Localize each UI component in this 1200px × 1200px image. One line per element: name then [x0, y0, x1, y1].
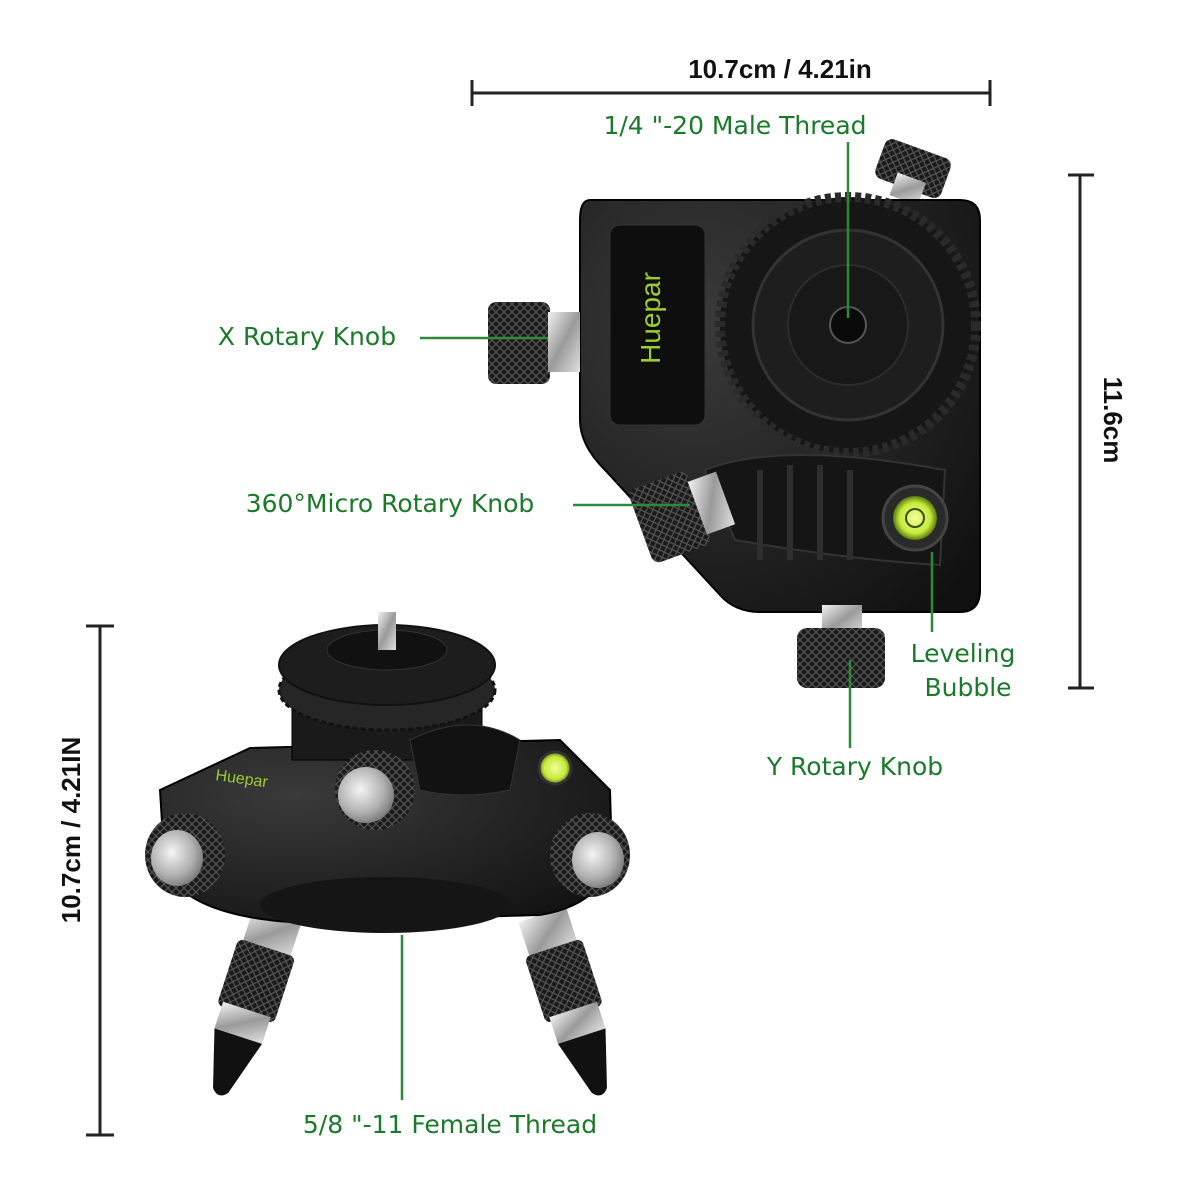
front-knob-right	[550, 813, 630, 897]
front-left-leg	[213, 906, 302, 1096]
left-height-label: 10.7cm / 4.21IN	[56, 737, 86, 923]
front-right-leg	[518, 906, 607, 1096]
y-rotary-knob	[797, 605, 885, 688]
callout-x-knob: X Rotary Knob	[218, 322, 548, 351]
callout-leveling-bubble: Leveling Bubble	[911, 552, 1016, 702]
top-view-device: Huepar	[488, 139, 981, 688]
left-height-dimension: 10.7cm / 4.21IN	[56, 624, 114, 1137]
perspective-device: Huepar	[145, 612, 630, 1096]
y-knob-label: Y Rotary Knob	[766, 752, 943, 781]
female-thread-label: 5/8 "-11 Female Thread	[303, 1110, 597, 1139]
front-knob-left	[145, 813, 225, 897]
male-thread-label: 1/4 "-20 Male Thread	[603, 111, 866, 140]
top-right-knob	[875, 139, 951, 206]
x-knob-label: X Rotary Knob	[218, 322, 396, 351]
leveling-label-line2: Bubble	[924, 673, 1011, 702]
callout-y-knob: Y Rotary Knob	[766, 660, 943, 781]
callout-male-thread: 1/4 "-20 Male Thread	[603, 111, 867, 318]
callout-female-thread: 5/8 "-11 Female Thread	[303, 935, 597, 1139]
right-height-label: 11.6cm	[1098, 377, 1128, 464]
callout-micro-knob: 360°Micro Rotary Knob	[246, 489, 690, 518]
top-width-label: 10.7cm / 4.21in	[688, 54, 872, 84]
top-width-dimension: 10.7cm / 4.21in	[470, 54, 992, 106]
x-rotary-knob	[488, 302, 580, 384]
top-screw	[378, 612, 396, 650]
right-height-dimension: 11.6cm	[1068, 173, 1128, 690]
front-knob-center	[335, 750, 415, 830]
brand-logo: Huepar	[635, 272, 666, 364]
leveling-label-line1: Leveling	[911, 639, 1016, 668]
micro-rotary-knob	[629, 471, 736, 563]
micro-knob-label: 360°Micro Rotary Knob	[246, 489, 535, 518]
